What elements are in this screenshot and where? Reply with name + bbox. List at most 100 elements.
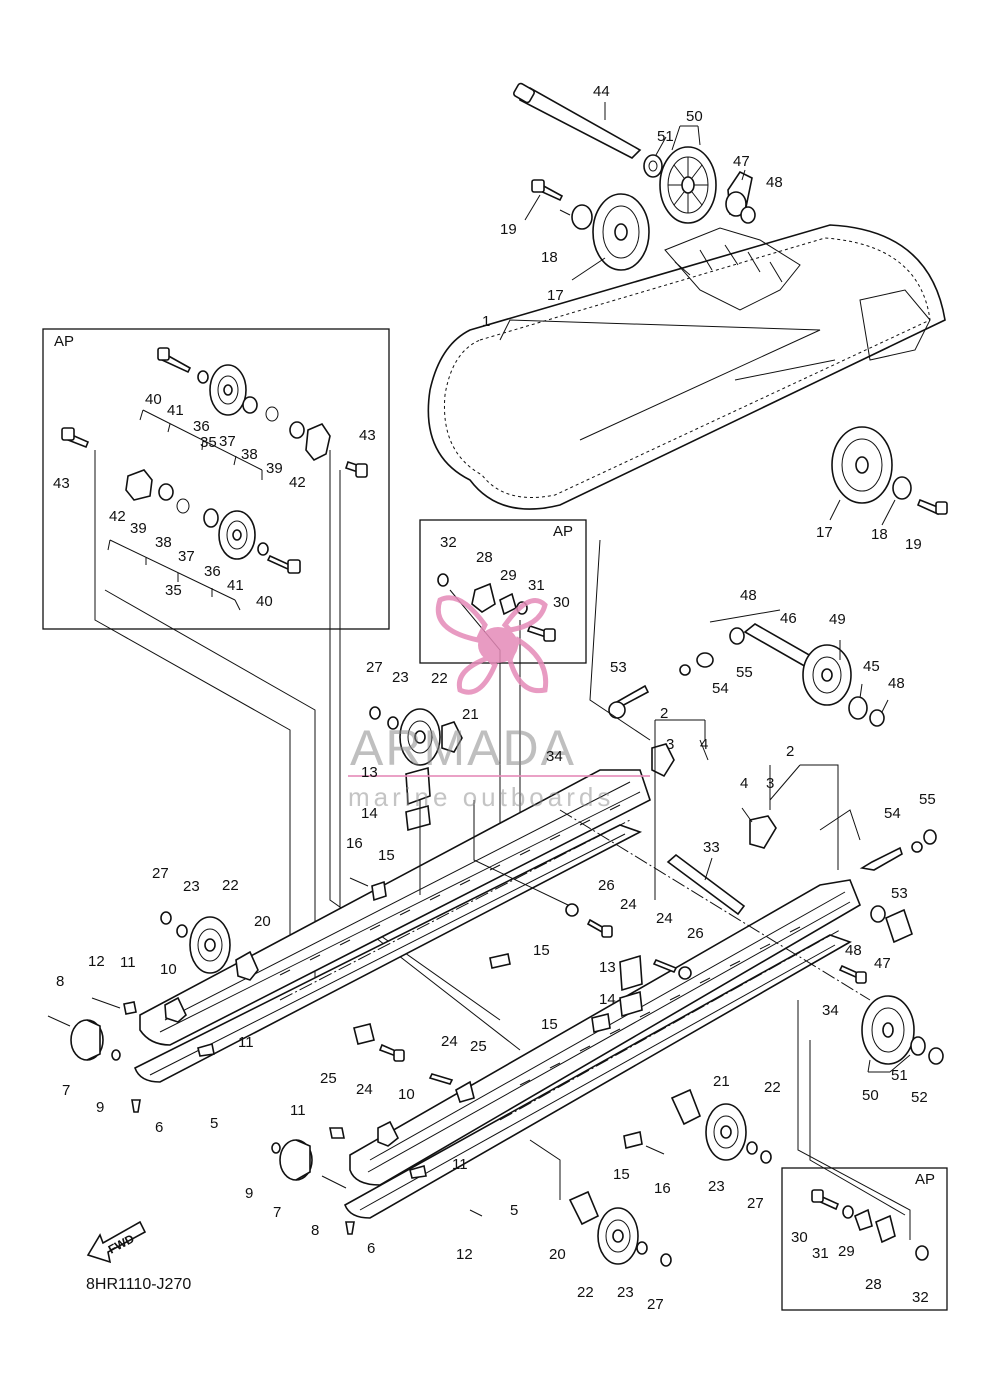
callout: 27 xyxy=(647,1296,664,1313)
callout: 52 xyxy=(911,1089,928,1106)
watermark-tagline: marine outboards xyxy=(348,782,614,812)
callout: 4 xyxy=(740,775,748,792)
left-front-wheel-group xyxy=(47,911,259,1113)
watermark-logo-icon xyxy=(435,595,549,695)
callout: 17 xyxy=(816,524,833,541)
callout: 42 xyxy=(109,508,126,525)
callout: 3 xyxy=(766,775,774,792)
watermark: ARMADA marine outboards xyxy=(348,595,650,812)
callout: 24 xyxy=(620,896,637,913)
slide-rail-left xyxy=(134,769,651,1083)
callout: 21 xyxy=(462,706,479,723)
callout: 35 xyxy=(165,582,182,599)
callout: 16 xyxy=(346,835,363,852)
callout: 29 xyxy=(500,567,517,584)
callout: 9 xyxy=(245,1185,253,1202)
callout: 15 xyxy=(533,942,550,959)
callout: 41 xyxy=(227,577,244,594)
callout: 48 xyxy=(845,942,862,959)
callout: 53 xyxy=(610,659,627,676)
callout: 16 xyxy=(654,1180,671,1197)
callout: 27 xyxy=(366,659,383,676)
left-inner-wheel-group xyxy=(349,706,569,906)
callout: 8 xyxy=(311,1222,319,1239)
callout: 37 xyxy=(219,433,236,450)
callout: 23 xyxy=(183,878,200,895)
callout: 31 xyxy=(528,577,545,594)
callout: 2 xyxy=(660,705,668,722)
callout: 36 xyxy=(193,418,210,435)
callout: 25 xyxy=(320,1070,337,1087)
callout: 13 xyxy=(599,959,616,976)
slide-rail-right xyxy=(344,879,861,1219)
callout: 4 xyxy=(700,736,708,753)
callout: 41 xyxy=(167,402,184,419)
callout: 9 xyxy=(96,1099,104,1116)
callout: 55 xyxy=(736,664,753,681)
suspension-arm-assembly xyxy=(589,539,937,900)
callout: 48 xyxy=(888,675,905,692)
callout: 5 xyxy=(210,1115,218,1132)
callout: 20 xyxy=(254,913,271,930)
callout: 44 xyxy=(593,83,610,100)
callout: 23 xyxy=(392,669,409,686)
callout: 28 xyxy=(476,549,493,566)
callout: 11 xyxy=(238,1034,254,1051)
inset-box-right xyxy=(781,1000,948,1311)
callout: 50 xyxy=(686,108,703,125)
right-center-parts xyxy=(271,903,944,1267)
callout: 32 xyxy=(912,1289,929,1306)
callout: 24 xyxy=(441,1033,458,1050)
callout: 6 xyxy=(367,1240,375,1257)
callout: 36 xyxy=(204,563,221,580)
callout: 11 xyxy=(120,954,136,971)
callout: 7 xyxy=(273,1204,281,1221)
callout: 26 xyxy=(687,925,704,942)
callout: 54 xyxy=(884,805,901,822)
cross-shaft xyxy=(559,809,871,1001)
callout: 12 xyxy=(456,1246,473,1263)
callout: 43 xyxy=(359,427,376,444)
callout: 32 xyxy=(440,534,457,551)
callout: 15 xyxy=(613,1166,630,1183)
callout: 1 xyxy=(482,313,490,330)
callout: 43 xyxy=(53,475,70,492)
callout: 34 xyxy=(546,748,563,765)
callout: 19 xyxy=(905,536,922,553)
callout: 40 xyxy=(145,391,162,408)
callout: 12 xyxy=(88,953,105,970)
callout: 30 xyxy=(791,1229,808,1246)
callout: 22 xyxy=(577,1284,594,1301)
callout: 38 xyxy=(241,446,258,463)
callout: 18 xyxy=(871,526,888,543)
callout: 2 xyxy=(786,743,794,760)
callout: 23 xyxy=(617,1284,634,1301)
callout: 31 xyxy=(812,1245,829,1262)
callout: 27 xyxy=(747,1195,764,1212)
callout: 49 xyxy=(829,611,846,628)
idler-wheel-right xyxy=(829,426,948,526)
inset-label-right: AP xyxy=(915,1171,935,1188)
inset-label-center: AP xyxy=(553,523,573,540)
callout: 30 xyxy=(553,594,570,611)
callout: 37 xyxy=(178,548,195,565)
callout: 50 xyxy=(862,1087,879,1104)
callout: 3 xyxy=(666,736,674,753)
callout: 39 xyxy=(266,460,283,477)
callout: 10 xyxy=(160,961,177,978)
callout: 38 xyxy=(155,534,172,551)
callout: 15 xyxy=(378,847,395,864)
callout: 11 xyxy=(452,1156,468,1173)
callout: 17 xyxy=(547,287,564,304)
callout: 46 xyxy=(780,610,797,627)
callout: 10 xyxy=(398,1086,415,1103)
callout: 19 xyxy=(500,221,517,238)
track-belt xyxy=(427,224,946,510)
callout: 33 xyxy=(703,839,720,856)
callout: 20 xyxy=(549,1246,566,1263)
callout: 27 xyxy=(152,865,169,882)
callout: 21 xyxy=(713,1073,730,1090)
callout: 29 xyxy=(838,1243,855,1260)
callout: 48 xyxy=(740,587,757,604)
